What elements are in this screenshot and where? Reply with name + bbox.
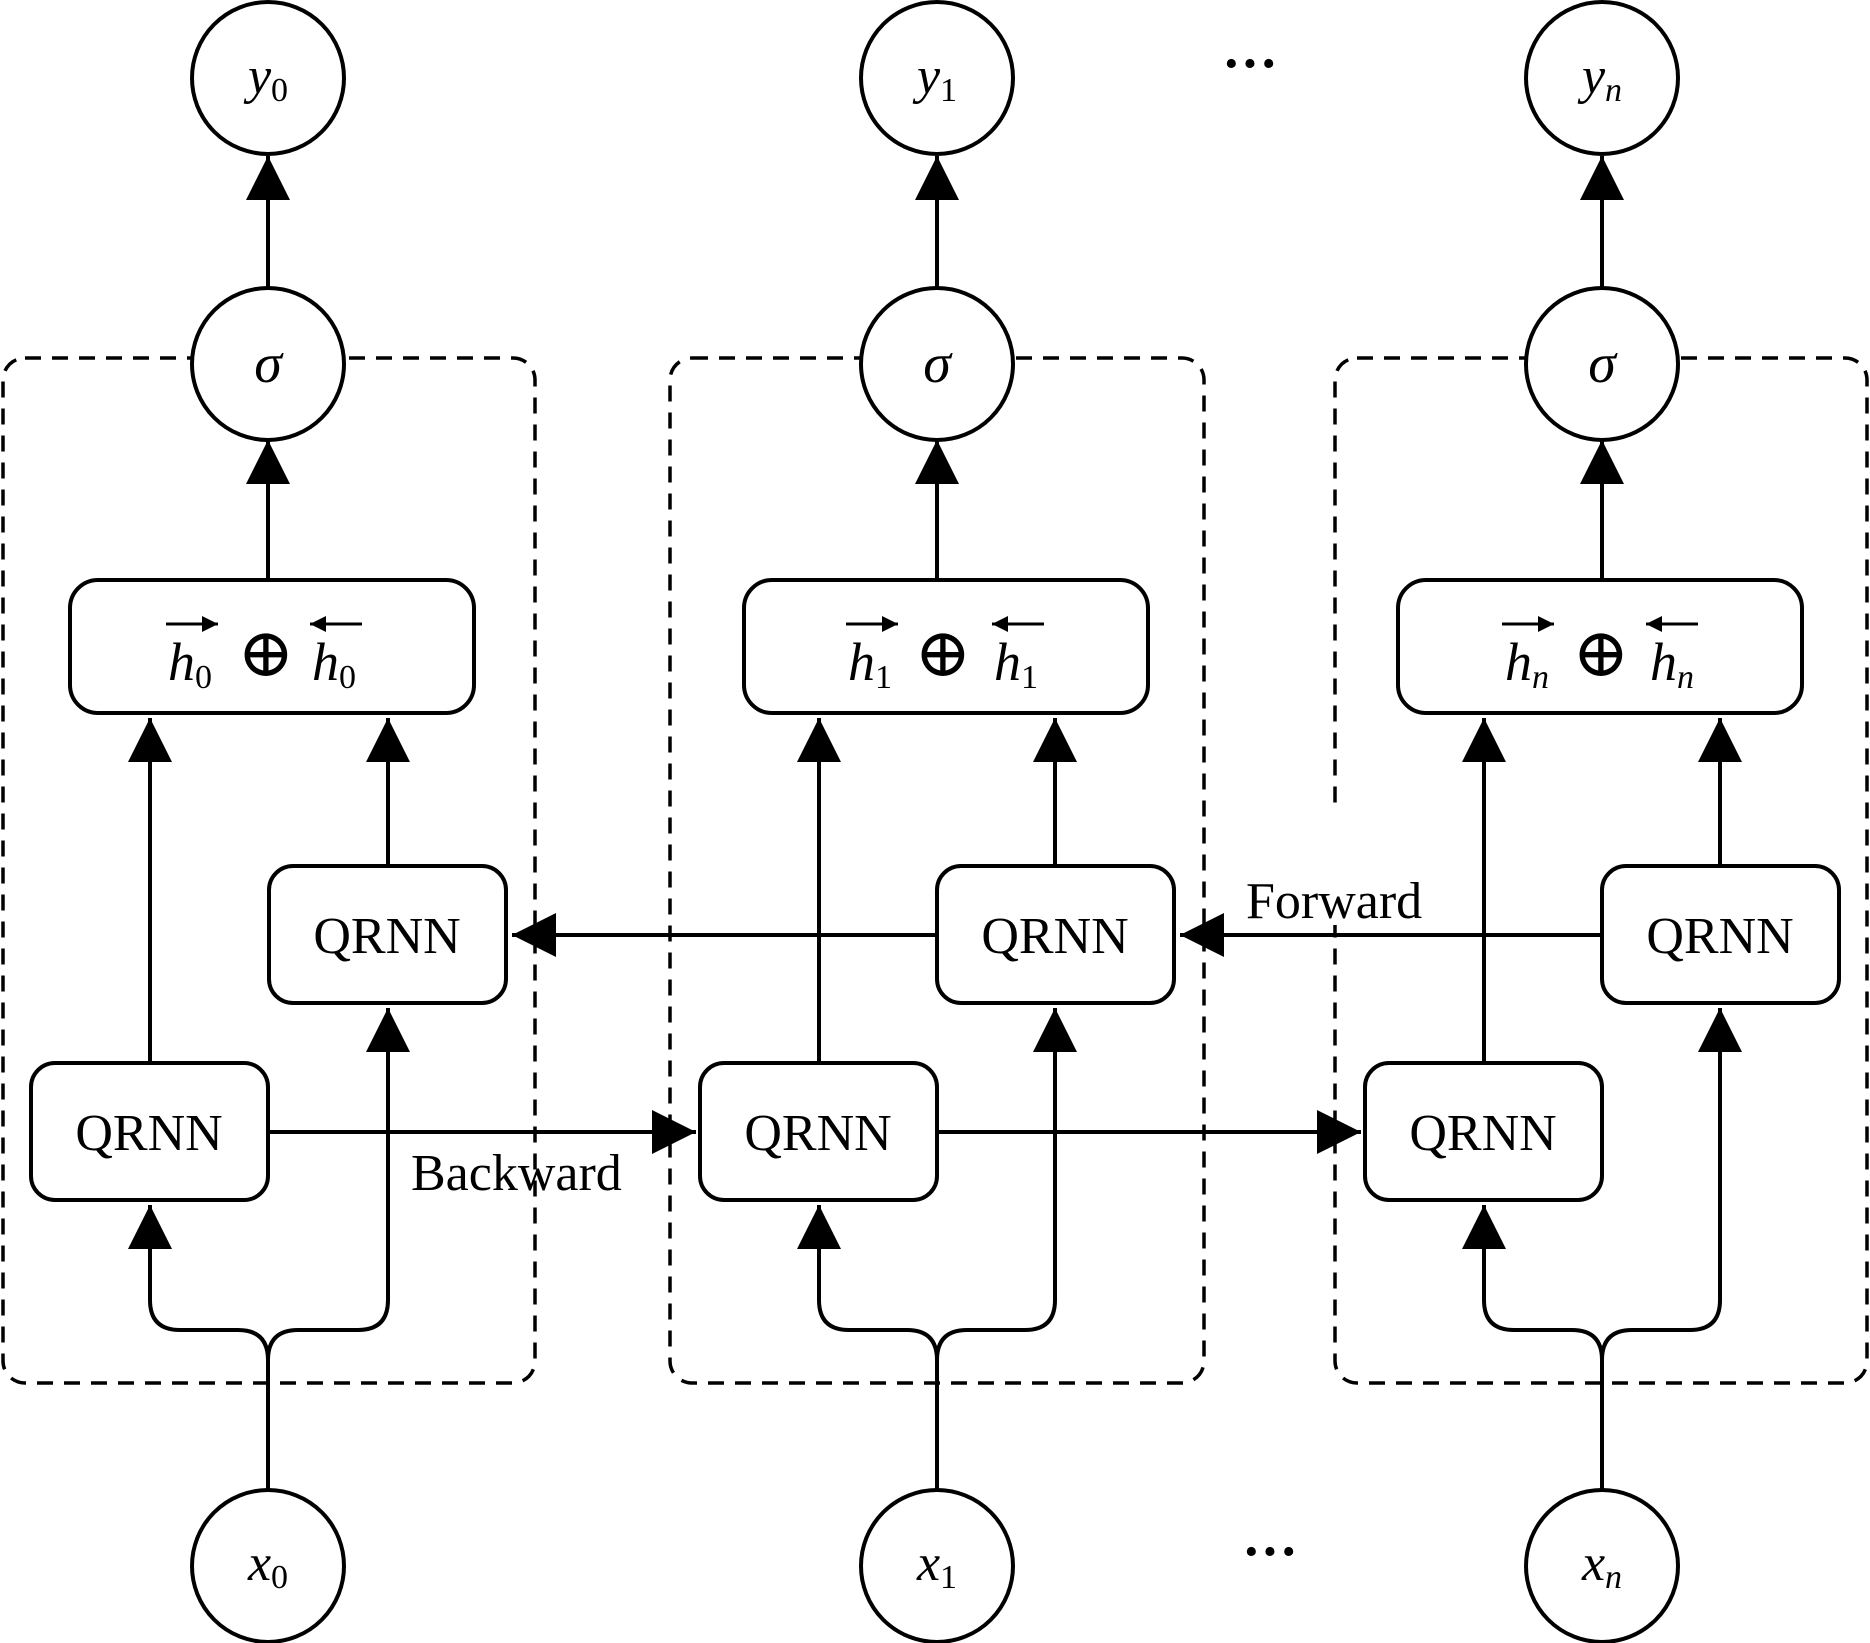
column-1: y1 σ h1 ⊕ h1 QRNN QRNN [668, 0, 1206, 1643]
forward-qrnn-0-box: QRNN [267, 864, 508, 1005]
h0-forward: h0 [166, 616, 218, 696]
x0-node: x0 [190, 1488, 346, 1643]
svg-text:h0: h0 [312, 632, 356, 696]
column-0: y0 σ h0 ⊕ h0 QRNN QRNN [1, 0, 537, 1643]
svg-text:h1: h1 [994, 632, 1038, 696]
svg-text:yn: yn [1577, 48, 1622, 109]
x1-to-forward-qrnn-line [935, 1008, 1077, 1361]
svg-text:y0: y0 [243, 48, 288, 109]
svg-text:h1: h1 [848, 632, 892, 696]
hn-backward: hn [1646, 616, 1698, 696]
yn-node: yn [1524, 0, 1680, 156]
svg-text:h0: h0 [168, 632, 212, 696]
concat-1-operator: ⊕ [915, 615, 972, 691]
forward-qrnn-1-box: QRNN [935, 864, 1176, 1005]
backward-qrnn-0-label: QRNN [75, 1105, 222, 1162]
forward-qrnn-n-box: QRNN [1600, 864, 1841, 1005]
sigma-n-node: σ [1524, 286, 1680, 442]
sigma-0-label: σ [254, 333, 284, 395]
x0-to-backward-qrnn-line [128, 1205, 270, 1490]
ellipsis-bottom: ··· [1242, 1521, 1298, 1583]
forward-qrnn-n-label: QRNN [1646, 908, 1793, 965]
x1-to-backward-qrnn-line [797, 1205, 939, 1490]
x0-to-forward-qrnn-line [266, 1008, 410, 1361]
backward-qrnn-1-label: QRNN [744, 1105, 891, 1162]
y0-index: 0 [271, 72, 288, 109]
svg-text:x0: x0 [247, 1535, 288, 1596]
concat-n-operator: ⊕ [1573, 615, 1630, 691]
forward-qrnn-1-label: QRNN [981, 908, 1128, 965]
xn-to-backward-qrnn-line [1462, 1205, 1604, 1490]
x1-node: x1 [859, 1488, 1015, 1643]
svg-text:hn: hn [1650, 632, 1694, 696]
concat-0-box: h0 ⊕ h0 [68, 578, 476, 715]
concat-0-operator: ⊕ [238, 615, 295, 691]
forward-qrnn-0-label: QRNN [313, 908, 460, 965]
y0-node: y0 [190, 0, 346, 156]
forward-label-backdrop [1328, 805, 1344, 925]
sigma-n-label: σ [1588, 333, 1618, 395]
forward-label: Forward [1246, 873, 1422, 930]
backward-label: Backward [411, 1145, 622, 1202]
backward-qrnn-1-box: QRNN [698, 1061, 939, 1202]
backward-qrnn-n-box: QRNN [1363, 1061, 1604, 1202]
sigma-1-label: σ [923, 333, 953, 395]
column-n: yn σ hn ⊕ hn QRNN QRNN [1333, 0, 1869, 1643]
ellipsis-top: ··· [1222, 33, 1278, 95]
svg-text:hn: hn [1505, 632, 1549, 696]
backward-qrnn-0-box: QRNN [29, 1061, 270, 1202]
concat-1-box: h1 ⊕ h1 [742, 578, 1150, 715]
sigma-1-node: σ [859, 286, 1015, 442]
h0-backward: h0 [310, 616, 362, 696]
y1-node: y1 [859, 0, 1015, 156]
hn-forward: hn [1502, 616, 1554, 696]
h1-backward: h1 [992, 616, 1044, 696]
y0-var: y [243, 48, 272, 105]
backward-qrnn-n-label: QRNN [1409, 1105, 1556, 1162]
svg-text:xn: xn [1581, 1535, 1622, 1596]
svg-text:y1: y1 [912, 48, 957, 109]
h1-forward: h1 [846, 616, 898, 696]
sigma-0-node: σ [190, 286, 346, 442]
xn-to-forward-qrnn-line [1600, 1008, 1742, 1361]
concat-n-box: hn ⊕ hn [1396, 578, 1804, 715]
svg-text:x1: x1 [916, 1535, 957, 1596]
xn-node: xn [1524, 1488, 1680, 1643]
